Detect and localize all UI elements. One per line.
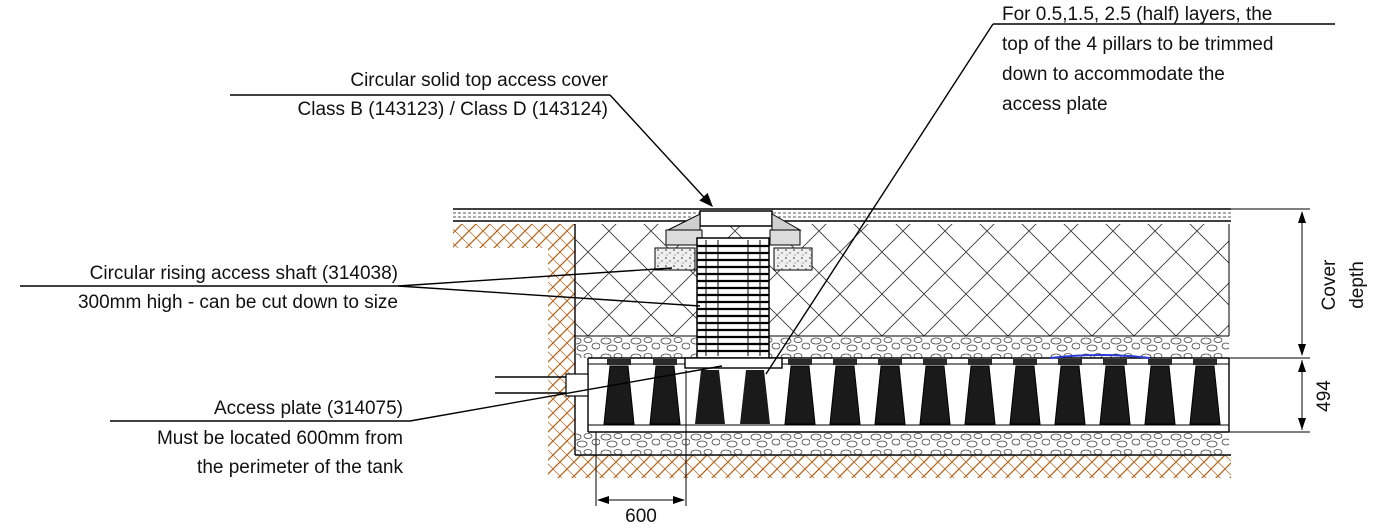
label-plate: Access plate (314075) Must be located 60…	[157, 398, 404, 478]
leader-lines	[20, 23, 1335, 422]
dimension-lines	[595, 208, 1310, 506]
pillar	[784, 365, 816, 425]
pillar-cap	[1058, 359, 1082, 365]
access-cover	[654, 210, 813, 271]
pillar-cap	[968, 359, 992, 365]
trim-note-line-2: top of the 4 pillars to be trimmed	[1002, 34, 1273, 55]
pillar	[919, 365, 951, 425]
pillar	[1144, 365, 1176, 425]
pillar-trimmed	[695, 370, 725, 424]
pillar-cap	[1103, 359, 1127, 365]
label-shaft: Circular rising access shaft (314038) 30…	[78, 263, 398, 313]
pillar	[1009, 365, 1041, 425]
trim-note-line-1: For 0.5,1.5, 2.5 (half) layers, the	[1002, 4, 1272, 25]
surface-layers	[453, 208, 1231, 224]
pillar	[874, 365, 906, 425]
pillar-cap	[1148, 359, 1172, 365]
pillar-trimmed	[740, 370, 770, 424]
shaft-line-2: 300mm high - can be cut down to size	[78, 292, 398, 313]
top-cover-line-1: Circular solid top access cover	[350, 70, 608, 91]
label-trim-note: For 0.5,1.5, 2.5 (half) layers, the top …	[1002, 4, 1273, 115]
shaft-line-1: Circular rising access shaft (314038)	[90, 263, 398, 284]
plate-line-3: the perimeter of the tank	[197, 457, 403, 478]
pillar	[1099, 365, 1131, 425]
access-shaft	[696, 237, 770, 359]
dimension-texts: Cover depth 494 600	[625, 259, 1368, 527]
pillar-cap	[833, 359, 857, 365]
blue-pipe-segment	[1049, 354, 1151, 359]
pillar-cap	[878, 359, 902, 365]
pillar-cap	[923, 359, 947, 365]
concrete-collar-right	[773, 247, 813, 271]
pillar-cap	[653, 359, 677, 365]
trim-note-line-4: access plate	[1002, 94, 1108, 115]
pillar	[1189, 365, 1221, 425]
gravel-top	[575, 335, 1229, 358]
pillar-cap	[607, 359, 631, 365]
trim-note-line-3: down to accommodate the	[1002, 64, 1225, 85]
label-top-cover: Circular solid top access cover Class B …	[298, 70, 609, 120]
tank-pillars	[603, 359, 1221, 425]
concrete-collar-left	[654, 247, 696, 271]
plate-line-1: Access plate (314075)	[214, 398, 403, 419]
pillar	[964, 365, 996, 425]
cover-depth-label-2: depth	[1347, 261, 1368, 309]
pillar-cap	[1013, 359, 1037, 365]
pillar-cap	[788, 359, 812, 365]
pillar	[649, 365, 681, 425]
access-plate	[684, 357, 783, 369]
offset-label: 600	[625, 506, 657, 527]
plate-line-2: Must be located 600mm from	[157, 428, 403, 449]
pillar-cap	[1193, 359, 1217, 365]
tank-height-label: 494	[1314, 380, 1335, 412]
pillar	[1054, 365, 1086, 425]
top-cover-line-2: Class B (143123) / Class D (143124)	[298, 99, 608, 120]
pillar	[829, 365, 861, 425]
cover-depth-label-1: Cover	[1319, 259, 1340, 310]
pillar	[603, 365, 635, 425]
